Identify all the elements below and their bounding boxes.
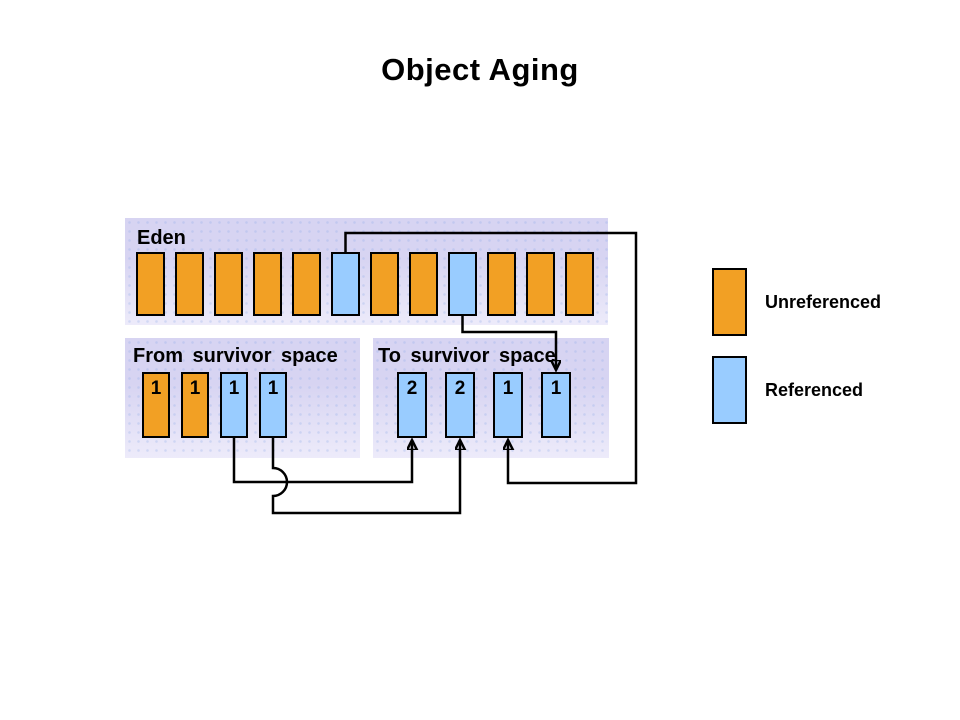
eden-cell-6 xyxy=(331,252,360,316)
from-survivor-cell-2: 1 xyxy=(181,372,209,438)
eden-cell-7 xyxy=(370,252,399,316)
legend-item-unreferenced: Unreferenced xyxy=(712,268,881,336)
from-survivor-cell-1: 1 xyxy=(142,372,170,438)
to-survivor-cell-4: 1 xyxy=(541,372,571,438)
to-survivor-cell-1: 2 xyxy=(397,372,427,438)
eden-cells xyxy=(125,252,594,316)
eden-cell-3 xyxy=(214,252,243,316)
eden-cell-11 xyxy=(526,252,555,316)
eden-cell-9 xyxy=(448,252,477,316)
eden-cell-4 xyxy=(253,252,282,316)
legend-swatch-referenced xyxy=(712,356,747,424)
legend-label-unreferenced: Unreferenced xyxy=(765,291,882,312)
legend-swatch-unreferenced xyxy=(712,268,747,336)
to-survivor-cell-3: 1 xyxy=(493,372,523,438)
eden-cell-8 xyxy=(409,252,438,316)
to-survivor-region-label: To survivor space xyxy=(378,345,556,367)
eden-cell-5 xyxy=(292,252,321,316)
from-survivor-cell-3: 1 xyxy=(220,372,248,438)
eden-cell-1 xyxy=(136,252,165,316)
to-survivor-cell-2: 2 xyxy=(445,372,475,438)
eden-cell-2 xyxy=(175,252,204,316)
eden-region: Eden xyxy=(125,218,608,325)
eden-cell-12 xyxy=(565,252,594,316)
eden-cell-10 xyxy=(487,252,516,316)
from-survivor-cell-4: 1 xyxy=(259,372,287,438)
eden-region-label: Eden xyxy=(137,227,186,249)
slide-title: Object Aging xyxy=(381,52,579,87)
legend-item-referenced: Referenced xyxy=(712,356,881,424)
from-survivor-region-label: From survivor space xyxy=(133,345,338,367)
legend-label-referenced: Referenced xyxy=(765,379,864,400)
